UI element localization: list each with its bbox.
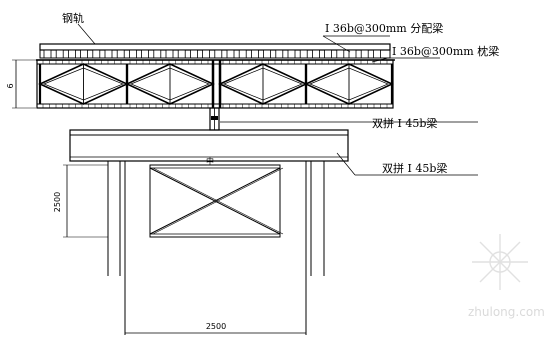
distribution-beam <box>311 49 320 59</box>
bailey-truss <box>36 59 394 109</box>
pier-height-value: 2500 <box>53 192 62 212</box>
truss-panels <box>38 60 394 108</box>
distribution-beam-row <box>39 49 391 59</box>
cap-beam-outline <box>69 129 349 162</box>
distribution-beam <box>226 49 235 59</box>
distribution-beam <box>165 49 174 59</box>
distribution-beam <box>189 49 198 59</box>
watermark-text: zhulong.com <box>468 305 545 319</box>
distribution-beam <box>263 49 272 59</box>
post-plate <box>211 116 218 120</box>
distribution-beam <box>348 49 357 59</box>
distribution-beam <box>43 49 52 59</box>
distribution-beam <box>80 49 88 59</box>
truss-height-value: 6 <box>6 83 15 88</box>
watermark-logo-icon <box>472 234 528 290</box>
distribution-beam <box>238 49 247 59</box>
label-distribution-beam: I 36b@300mm 分配梁 <box>325 21 443 35</box>
distribution-beam <box>141 49 150 59</box>
distribution-beam <box>275 49 284 59</box>
label-double-i45b-lower: 双拼 I 45b梁 <box>382 161 447 175</box>
truss-height-dimension: 6 <box>6 59 36 109</box>
distribution-beam <box>287 49 296 59</box>
distribution-beam <box>250 49 259 59</box>
distribution-beam <box>92 49 101 59</box>
truss-panel <box>304 60 394 108</box>
label-steel-plate: 钢轨 <box>62 11 84 25</box>
zhulong-watermark: zhulong.com <box>468 234 545 319</box>
leader-lines <box>77 23 478 176</box>
distribution-beams <box>43 49 381 59</box>
distribution-beam <box>116 49 125 59</box>
pier-height-dimension: 2500 <box>53 164 108 238</box>
piers: 中 <box>107 156 325 335</box>
distribution-beam <box>214 49 223 59</box>
distribution-beam <box>202 49 211 59</box>
center-support-post <box>209 107 220 131</box>
center-mark: 中 <box>206 156 214 166</box>
distribution-beam <box>153 49 162 59</box>
truss-panel <box>218 60 308 108</box>
distribution-beam <box>55 49 64 59</box>
distribution-beam <box>360 49 369 59</box>
pier-width-dimension: 2500 <box>125 322 306 334</box>
label-double-i45b-upper: 双拼 I 45b梁 <box>372 116 437 130</box>
distribution-beam <box>128 49 137 59</box>
distribution-beam <box>177 49 186 59</box>
distribution-beam <box>336 49 345 59</box>
pier-width-value: 2500 <box>206 322 226 331</box>
distribution-beam <box>324 49 333 59</box>
distribution-beam <box>372 49 381 59</box>
label-sleeper-beam: I 36b@300mm 枕梁 <box>392 44 499 58</box>
truss-panel <box>38 60 129 108</box>
truss-panel <box>125 60 215 108</box>
bracing-frame <box>149 164 281 238</box>
distribution-beam <box>299 49 308 59</box>
cap-beam <box>69 129 349 162</box>
distribution-beam <box>104 49 113 59</box>
distribution-beam <box>68 49 76 59</box>
